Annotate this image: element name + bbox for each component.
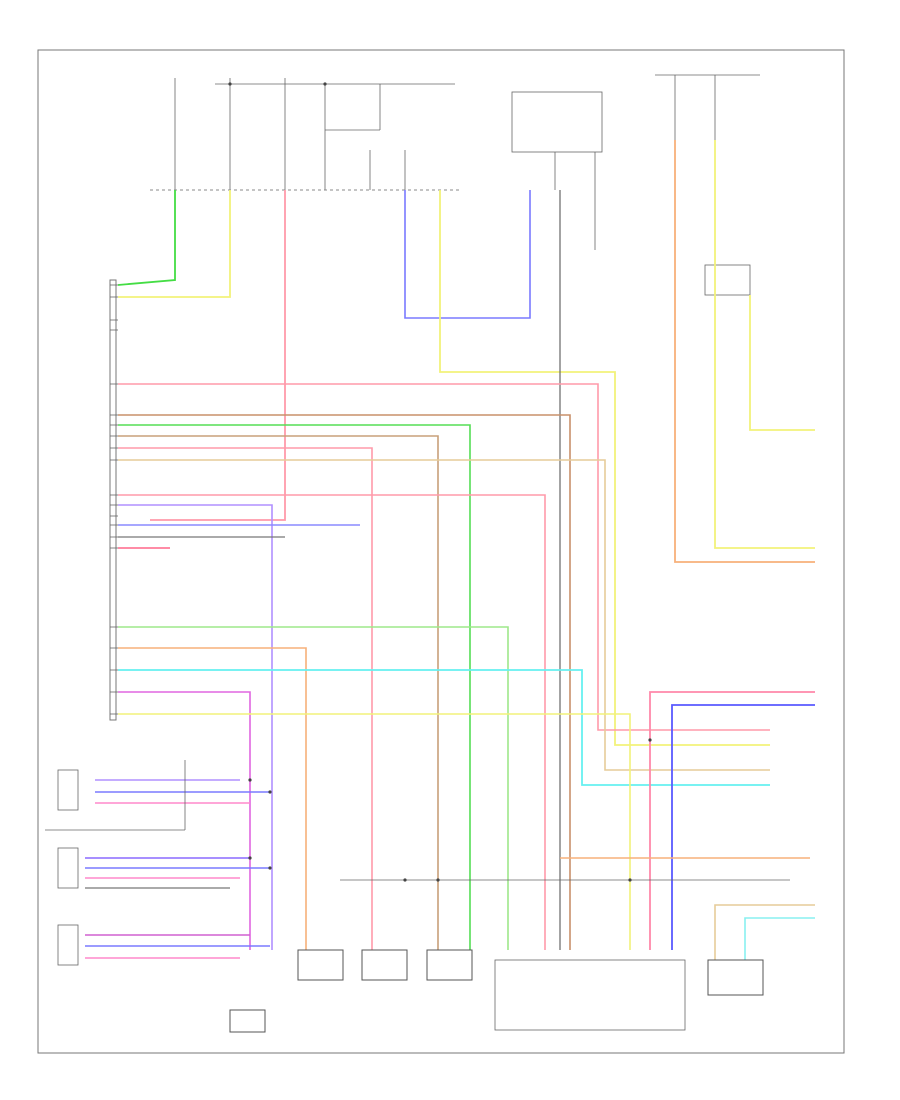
splice-points	[228, 82, 652, 882]
wire-lime-627	[118, 626, 509, 950]
wire-brown-415	[118, 414, 571, 950]
switch-boxes-left	[45, 760, 186, 966]
wire-blue-top	[404, 190, 531, 319]
wire-red-main	[150, 190, 286, 521]
control-module-left	[109, 279, 117, 721]
module-pin-ticks	[110, 284, 118, 715]
wire-yellow-714	[118, 713, 631, 950]
switch-wiring-left	[85, 779, 270, 959]
wire-magenta-692	[118, 691, 251, 950]
component-sensor-3	[426, 949, 473, 981]
wire-red-495	[118, 494, 546, 950]
wire-brown-436	[118, 435, 439, 950]
component-junction-block	[494, 959, 686, 1031]
wire-green-top	[117, 190, 176, 286]
wire-yellow-top	[118, 190, 231, 298]
diagram-frame	[37, 49, 845, 1054]
wire-pink-right	[649, 691, 815, 950]
wire-yellow-right	[714, 140, 815, 549]
component-sensor-1	[297, 949, 344, 981]
fuse-feed-lines	[174, 74, 760, 296]
wire-orange-648	[118, 647, 307, 950]
wire-red-448	[118, 447, 373, 950]
wire-violet-505	[118, 504, 273, 950]
wire-yellow-relay	[749, 295, 815, 431]
component-sensor-2	[361, 949, 408, 981]
wire-blue-right	[671, 704, 815, 950]
wire-green-425	[118, 424, 471, 950]
wire-yellow-long	[439, 190, 770, 746]
component-right-unit	[707, 959, 764, 996]
wire-cyan-bottom	[744, 917, 815, 960]
wire-orange-right	[674, 140, 815, 563]
wire-cyan-670	[118, 669, 770, 786]
wire-tan-bottom	[714, 904, 815, 960]
wire-pink-384	[118, 383, 770, 731]
wire-tan-460	[118, 459, 770, 771]
component-connector-bottom	[229, 1009, 266, 1033]
